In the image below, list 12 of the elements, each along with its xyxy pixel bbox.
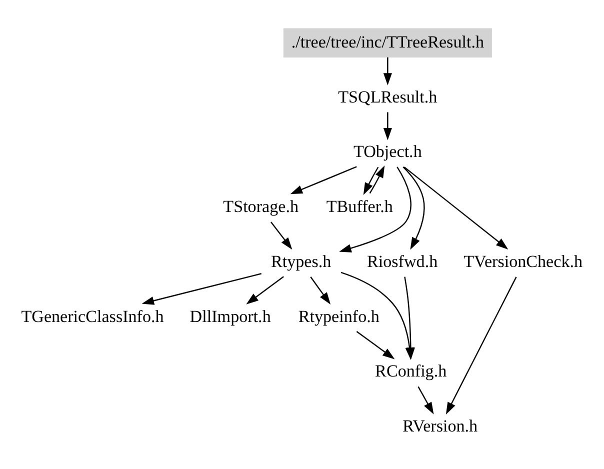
- node-text: TObject.h: [353, 142, 422, 161]
- node-text: Rtypes.h: [270, 251, 332, 270]
- node-text: TStorage.h: [223, 196, 299, 216]
- node-text: TVersionCheck.h: [464, 251, 583, 270]
- node-text: TGenericClassInfo.h: [21, 306, 164, 326]
- node-text: RConfig.h: [375, 361, 447, 380]
- node-text: DllImport.h: [190, 306, 271, 326]
- node-text: TBuffer.h: [326, 196, 393, 216]
- node-text: TSQLResult.h: [338, 86, 438, 106]
- node-text: RVersion.h: [402, 416, 478, 436]
- node-text: Riosfwd.h: [367, 251, 438, 270]
- node-text: Rtypeinfo.h: [298, 306, 380, 326]
